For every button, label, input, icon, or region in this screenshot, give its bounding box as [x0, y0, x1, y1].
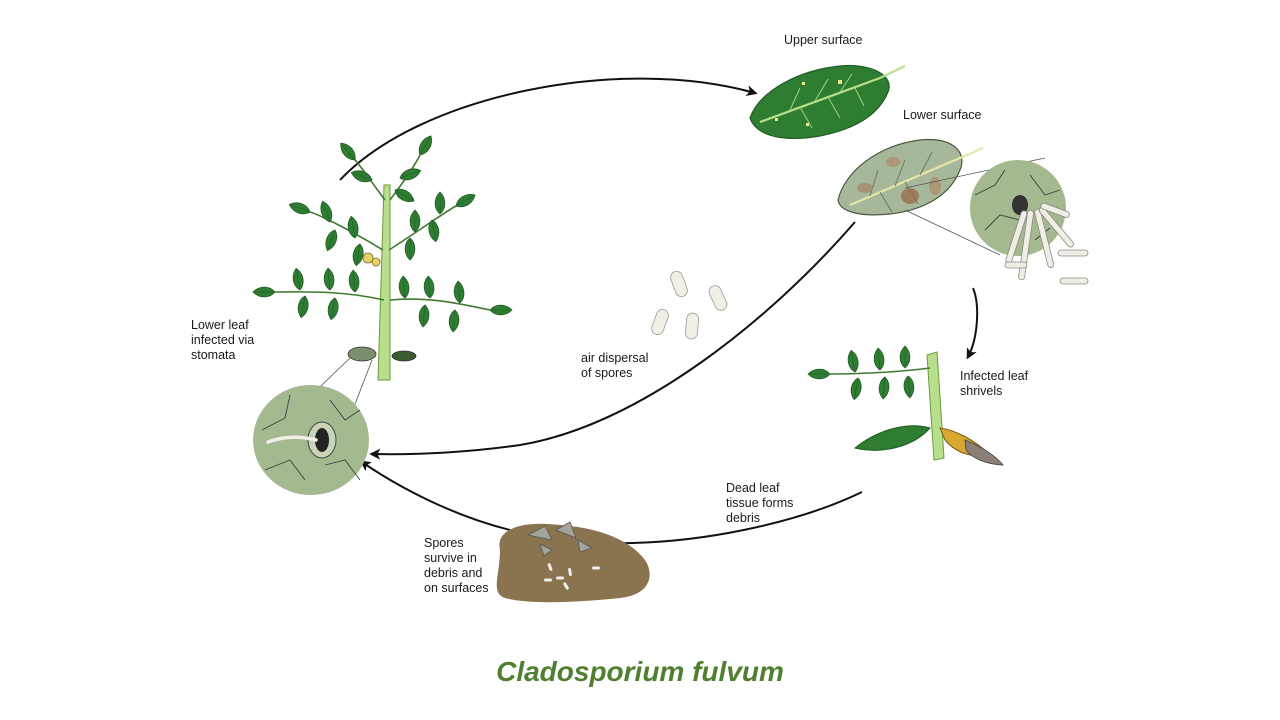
upper-surface-leaf	[749, 64, 906, 139]
magnified-stoma-sporulation	[970, 160, 1089, 285]
diagram-caption: Cladosporium fulvum	[496, 656, 784, 687]
leaf-debris	[496, 521, 650, 603]
label-lower-surface: Lower surface	[903, 108, 982, 122]
infected-leaf-shrivel	[807, 345, 1005, 466]
label-lower-leaf-infected: Lower leaf infected via stomata	[191, 318, 255, 362]
label-upper-surface: Upper surface	[784, 33, 863, 47]
arrow-shrivel-to-debris	[604, 491, 863, 549]
air-dispersed-spores	[649, 269, 730, 340]
label-dead-leaf-debris: Dead leaf tissue forms debris	[726, 481, 794, 525]
arrow-air-dispersal	[369, 221, 856, 460]
arrow-lower-leaf-to-shrivel	[966, 287, 979, 360]
label-infected-leaf-shrivels: Infected leaf shrivels	[960, 369, 1029, 398]
infected-lower-leaves	[347, 346, 417, 362]
arrow-plant-to-upper-leaf	[339, 77, 758, 181]
tomato-plant	[252, 133, 513, 431]
arrow-debris-to-infection	[359, 460, 511, 531]
cycle-arrows	[339, 77, 979, 549]
magnified-stoma-infection	[253, 385, 369, 495]
label-spores-survive: Spores survive in debris and on surfaces	[424, 536, 489, 595]
label-air-dispersal: air dispersal of spores	[581, 351, 649, 380]
tomato-flowers	[362, 252, 381, 267]
